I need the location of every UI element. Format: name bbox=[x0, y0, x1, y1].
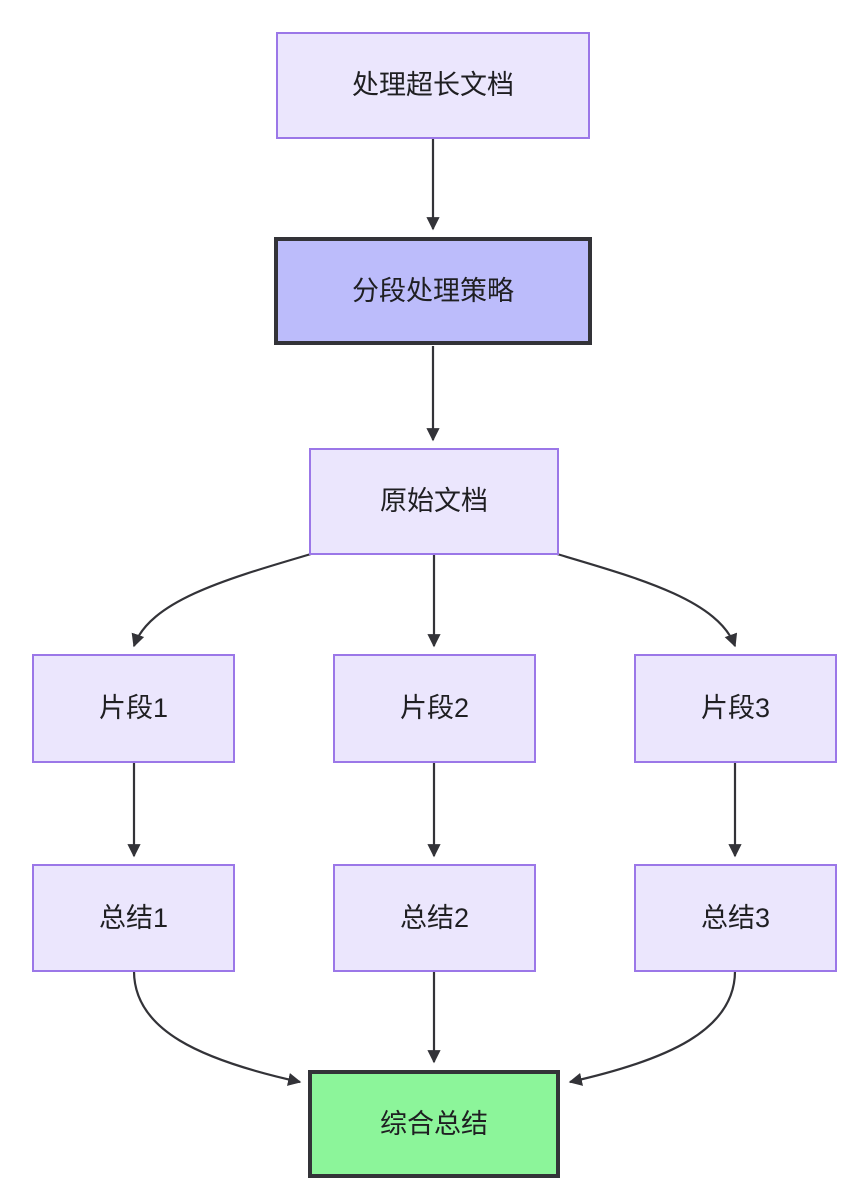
edge-source-to-chunk3 bbox=[556, 552, 738, 648]
node-summary3-label: 总结3 bbox=[700, 902, 771, 933]
node-summary2-label: 总结2 bbox=[399, 902, 470, 933]
edge-summary1-to-final bbox=[132, 970, 302, 1086]
node-summary1[interactable]: 总结1 bbox=[32, 864, 235, 972]
node-doc[interactable]: 处理超长文档 bbox=[276, 32, 590, 139]
node-final[interactable]: 综合总结 bbox=[308, 1070, 560, 1178]
node-strategy[interactable]: 分段处理策略 bbox=[274, 237, 592, 345]
node-summary2[interactable]: 总结2 bbox=[333, 864, 536, 972]
node-chunk2[interactable]: 片段2 bbox=[333, 654, 536, 763]
node-source[interactable]: 原始文档 bbox=[309, 448, 559, 555]
node-summary1-label: 总结1 bbox=[98, 902, 169, 933]
node-doc-label: 处理超长文档 bbox=[352, 70, 514, 101]
node-final-label: 综合总结 bbox=[380, 1108, 488, 1139]
edge-summary3-to-final bbox=[568, 970, 737, 1086]
node-chunk1-label: 片段1 bbox=[98, 693, 169, 724]
node-strategy-label: 分段处理策略 bbox=[352, 275, 514, 306]
edge-source-to-chunk1 bbox=[131, 552, 312, 648]
node-chunk2-label: 片段2 bbox=[399, 693, 470, 724]
node-chunk1[interactable]: 片段1 bbox=[32, 654, 235, 763]
node-chunk3-label: 片段3 bbox=[700, 693, 771, 724]
node-summary3[interactable]: 总结3 bbox=[634, 864, 837, 972]
node-chunk3[interactable]: 片段3 bbox=[634, 654, 837, 763]
node-source-label: 原始文档 bbox=[380, 486, 488, 517]
